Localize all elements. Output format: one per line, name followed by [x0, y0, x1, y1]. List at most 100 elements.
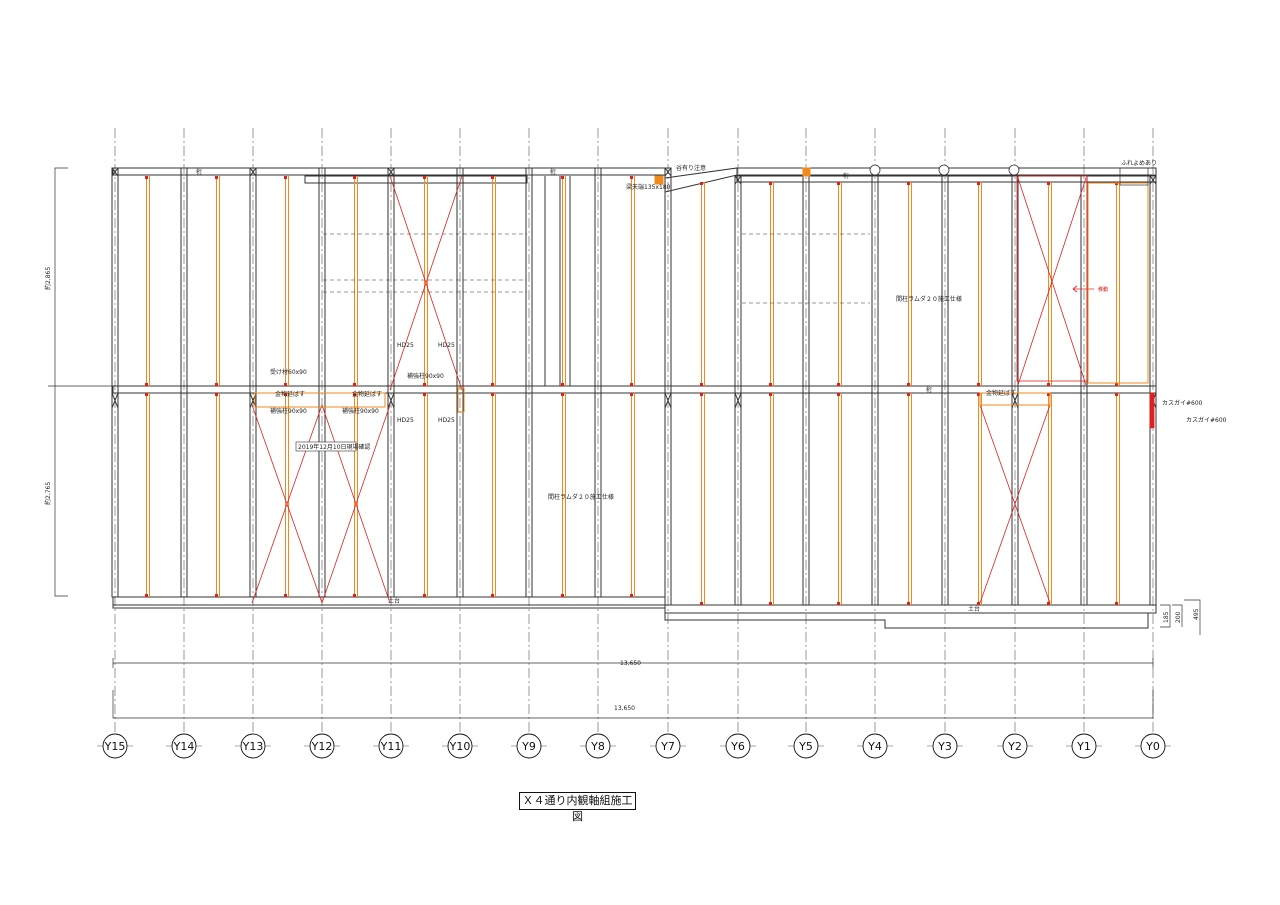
label-overall-dimension: 13,650: [614, 705, 635, 712]
axis-label: Y1: [1076, 740, 1091, 753]
axis-circle: [171, 733, 197, 759]
stud-mark: [1047, 602, 1050, 605]
label-keta: 桁: [196, 168, 202, 176]
axis-label: Y6: [730, 740, 745, 753]
reinforce-frame-y12: [254, 392, 386, 408]
post-cross: [387, 167, 395, 177]
stud-mark: [630, 176, 633, 179]
drawing-labels: 桁 桁 桁 桁 谷有り注意 ふれよめあり 梁天端135x180 間柱ラムダ２０施…: [44, 160, 1227, 712]
label-stud-spec-upper: 間柱ラムダ２０施工仕様: [896, 295, 962, 303]
reinforce-post-y10: [457, 387, 465, 413]
beam-hole: [1008, 164, 1020, 176]
label-receiver: 受け材60x90: [270, 368, 307, 376]
axis-circle: [1002, 733, 1028, 759]
top-beam-right-lower: [736, 175, 1157, 183]
label-sill: 土台: [968, 605, 980, 613]
stud-mark: [215, 393, 218, 396]
label-lower-height: 約2,765: [44, 482, 52, 505]
stud-mark: [284, 176, 287, 179]
label-hd: HD25: [397, 342, 414, 349]
kasugai-marker: [1149, 392, 1155, 429]
label-reinforce-post: 補強柱90x90: [407, 372, 444, 380]
sub-beam: [304, 175, 528, 184]
label-reinforce-post: 補強柱90x90: [270, 407, 307, 415]
drawing-title: Ｘ４通り内観軸組施工図: [519, 792, 636, 823]
stud-mark: [423, 176, 426, 179]
left-dimension: [54, 167, 68, 597]
beam-hole: [938, 164, 950, 176]
sill-left-base: [112, 604, 666, 609]
post: [594, 167, 602, 598]
axis-circle: [655, 733, 681, 759]
post-cross: [664, 167, 672, 177]
axis-circle: [309, 733, 335, 759]
stud-mark: [145, 383, 148, 386]
post: [249, 167, 257, 598]
beam-hole: [869, 164, 881, 176]
right-dimension-3: [1184, 599, 1201, 635]
post: [111, 167, 119, 598]
axis-circle: [516, 733, 542, 759]
post-cross: [1149, 175, 1157, 185]
axis-circle: [378, 733, 404, 759]
post: [525, 167, 533, 598]
post-cross: [387, 392, 395, 409]
stud-mark: [630, 393, 633, 396]
post: [456, 167, 464, 598]
label-deflection: ふれよめあり: [1121, 160, 1157, 167]
stud-mark: [1115, 602, 1118, 605]
right-dimension-1: [1160, 604, 1171, 628]
reinforce-frame-y2-lower: [979, 392, 1051, 406]
stud-mark: [353, 383, 356, 386]
axis-label: Y8: [590, 740, 605, 753]
axis-label: Y14: [173, 740, 195, 753]
stud-mark: [1047, 383, 1050, 386]
stud-mark: [491, 393, 494, 396]
stud-mark: [700, 393, 703, 396]
stud-mark: [837, 182, 840, 185]
label-kasugai: カスガイ#600: [1186, 416, 1227, 424]
stud-mark: [561, 176, 564, 179]
axis-circle: [240, 733, 266, 759]
post-cross: [734, 392, 742, 409]
stud-mark: [700, 182, 703, 185]
label-hd: HD25: [438, 417, 455, 424]
post: [1149, 175, 1157, 606]
axis-circle: [793, 733, 819, 759]
stud-mark: [215, 383, 218, 386]
stud-mark: [215, 594, 218, 597]
axis-circle: [1071, 733, 1097, 759]
axis-label: Y15: [104, 740, 126, 753]
stud-mark: [700, 602, 703, 605]
braces: [251, 175, 1155, 604]
label-hardware: 金物延ばす: [986, 389, 1016, 397]
axis-label: Y10: [449, 740, 471, 753]
stud-mark: [837, 383, 840, 386]
stud-mark: [353, 594, 356, 597]
stud-mark: [769, 383, 772, 386]
label-move: 移動: [1098, 286, 1108, 293]
stud-mark: [769, 182, 772, 185]
stud-mark: [630, 383, 633, 386]
brace-lower-y2-b: [979, 404, 1051, 604]
label-kasugai: カスガイ#600: [1162, 399, 1203, 407]
stud-mark: [769, 602, 772, 605]
axis-label: Y2: [1007, 740, 1022, 753]
post-cross: [111, 392, 119, 409]
axis-label: Y7: [660, 740, 675, 753]
reinforce-frame-y1: [1087, 182, 1149, 384]
brace-upper-y2-b: [1017, 177, 1087, 386]
stud-mark: [561, 383, 564, 386]
label-beam: 梁天端135x180: [626, 183, 671, 191]
stud-mark: [907, 383, 910, 386]
label-sill: 土台: [388, 597, 400, 605]
stud-mark: [423, 383, 426, 386]
stud-mark: [1047, 182, 1050, 185]
stud-mark: [423, 393, 426, 396]
sill-right: [664, 604, 1157, 614]
axis-label: Y4: [867, 740, 882, 753]
label-reinforce-post: 補強柱90x90: [342, 407, 379, 415]
axis-label: Y3: [937, 740, 952, 753]
stud-mark: [491, 594, 494, 597]
